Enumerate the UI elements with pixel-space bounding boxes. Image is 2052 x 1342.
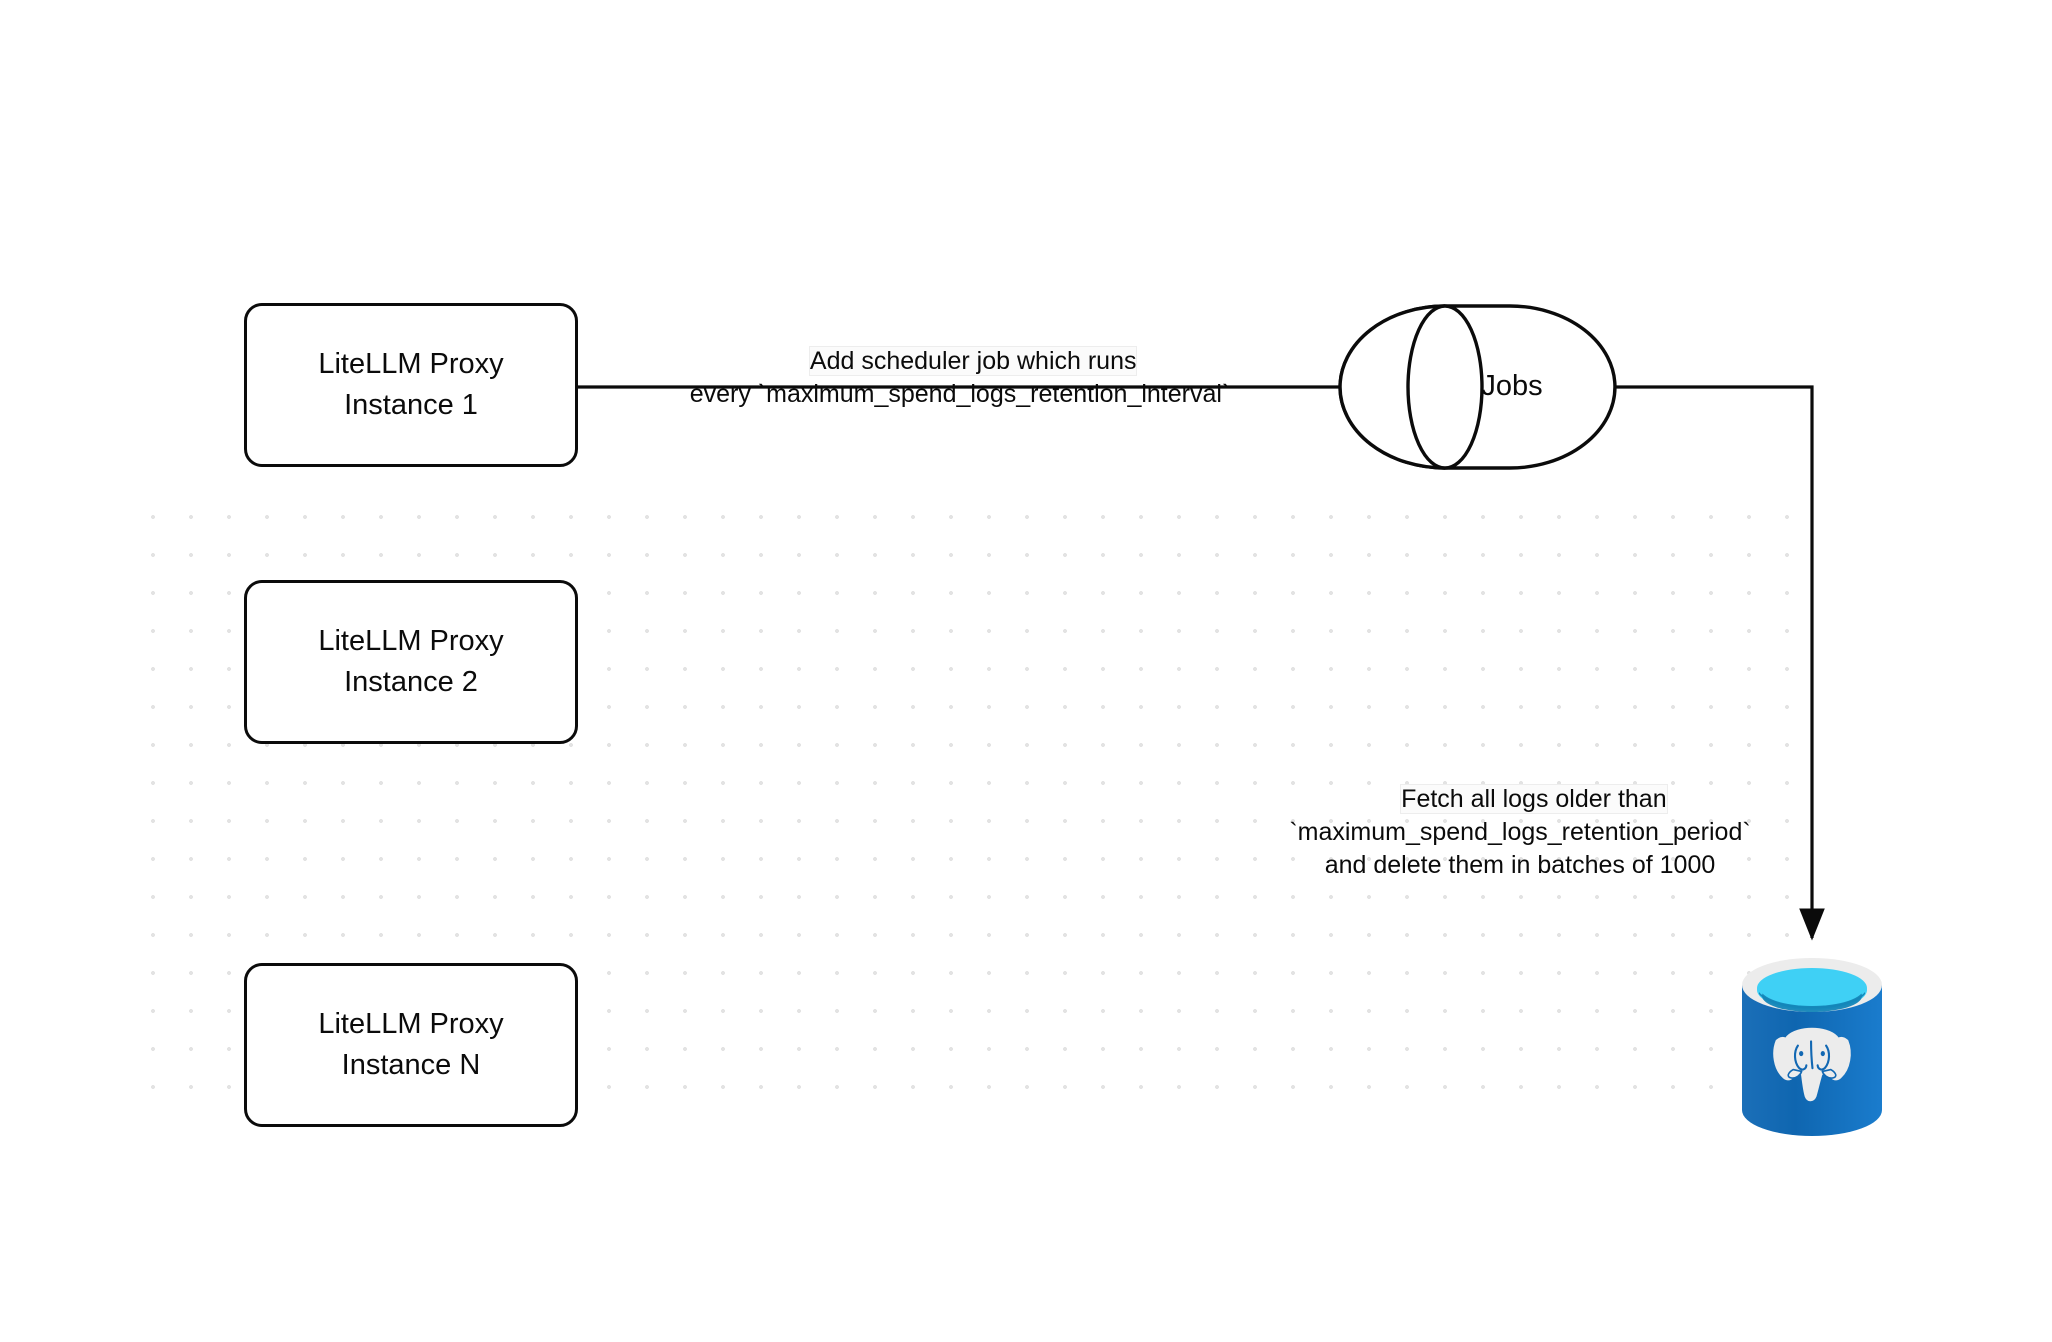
edge-label-line-1: Add scheduler job which runs — [809, 347, 1137, 375]
edge-label-line-1: Fetch all logs older than — [1401, 785, 1667, 813]
edge-label-line-2: `maximum_spend_logs_retention_period` — [1289, 818, 1751, 846]
edge-label-cleanup: Fetch all logs older than `maximum_spend_… — [1250, 750, 1790, 915]
node-jobs-label: Jobs — [1481, 370, 1543, 402]
edge-label-scheduler: Add scheduler job which runs every `maxim… — [600, 312, 1320, 444]
edge-label-line-3: and delete them in batches of 1000 — [1324, 851, 1716, 879]
jobs-cylinder-shape — [1338, 304, 1617, 470]
edge-label-line-2: every `maximum_spend_logs_retention_inte… — [689, 380, 1231, 408]
postgres-database-icon — [1742, 958, 1882, 1136]
edge-jobs-to-database — [1582, 385, 1825, 941]
